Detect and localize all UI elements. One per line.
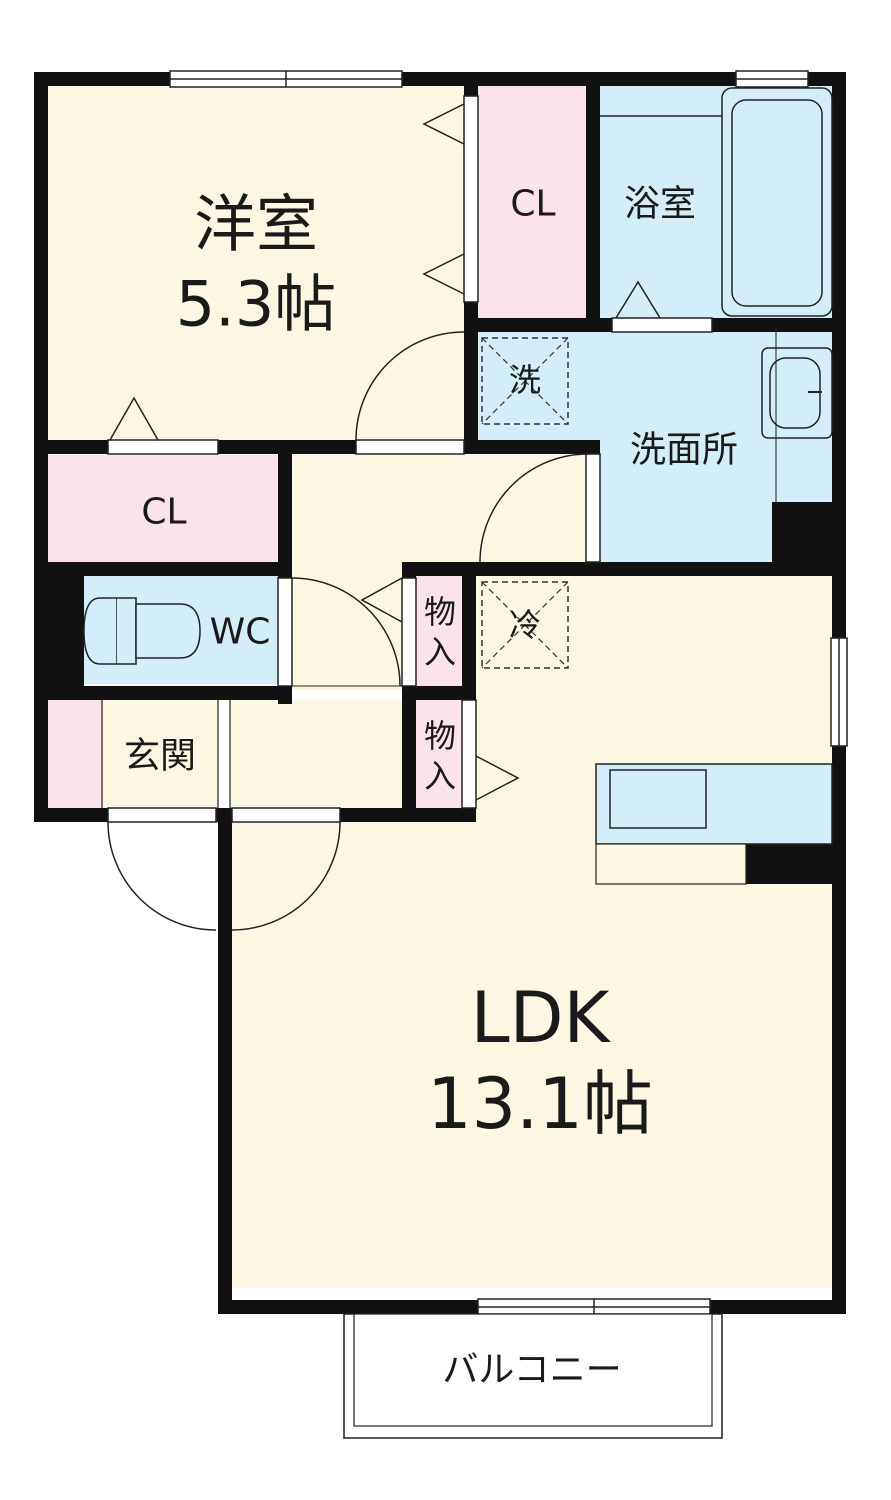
closet-left-floor (46, 455, 280, 563)
fridge-label: 冷 (509, 606, 541, 644)
wall-ldk-top (402, 562, 846, 576)
closet-top-floor (478, 84, 588, 320)
washer-box (481, 337, 569, 425)
wall-wc-left-block (34, 562, 84, 698)
balcony-inner (353, 1313, 713, 1427)
wall-closet-bottom (464, 318, 600, 332)
wall-cl-bottom (34, 562, 292, 576)
entrance-floor-2 (102, 700, 218, 808)
entrance-floor (46, 700, 102, 808)
kitchen-sink (609, 769, 707, 829)
washer-label: 洗 (509, 361, 541, 399)
walls (34, 72, 846, 1314)
bathtub-inner (731, 99, 823, 307)
door-swings (107, 103, 661, 931)
labels: 洋室 5.3帖 LDK 13.1帖 CL CL 浴室 洗面所 洗 冷 WC 物 … (124, 184, 738, 1391)
hall-floor-2 (230, 700, 402, 808)
wall-wc-bottom (34, 686, 292, 700)
fixtures (83, 87, 833, 1439)
ldk-floor-2 (232, 822, 478, 1288)
door-openings (107, 95, 713, 823)
storage-2-line1: 物 (424, 717, 456, 755)
bathroom-label: 浴室 (624, 184, 696, 225)
storage-1-line2: 入 (424, 633, 456, 671)
ldk-size: 13.1帖 (427, 1063, 653, 1145)
western-room-name: 洋室 (194, 188, 318, 261)
storage-2-line2: 入 (424, 757, 456, 795)
ldk-floor (476, 576, 834, 1288)
wall-closet-right (586, 84, 600, 332)
toilet-label: WC (210, 612, 271, 653)
western-room-floor (46, 84, 467, 440)
washroom-label: 洗面所 (630, 430, 738, 471)
toilet-bowl (83, 597, 116, 665)
wall-top (34, 72, 846, 86)
ldk-name: LDK (471, 977, 612, 1059)
wall-ldk-left (218, 808, 232, 1314)
closet-left-label: CL (141, 492, 186, 533)
storage-1-floor (416, 576, 462, 686)
wall-pillar-kitchen (746, 844, 834, 884)
balcony-label: バルコニー (442, 1350, 621, 1391)
wall-storage-mid (402, 686, 476, 700)
storage-1-line1: 物 (424, 593, 456, 631)
storage-2-floor (416, 700, 462, 808)
fridge-box (481, 581, 569, 669)
wall-hall-top (464, 440, 600, 454)
wall-pillar-wash (772, 502, 834, 564)
toilet-tank (115, 597, 137, 665)
kitchen-lower (595, 843, 747, 885)
western-room-size: 5.3帖 (176, 268, 337, 341)
closet-top-label: CL (510, 184, 555, 225)
entrance-label: 玄関 (124, 736, 196, 777)
